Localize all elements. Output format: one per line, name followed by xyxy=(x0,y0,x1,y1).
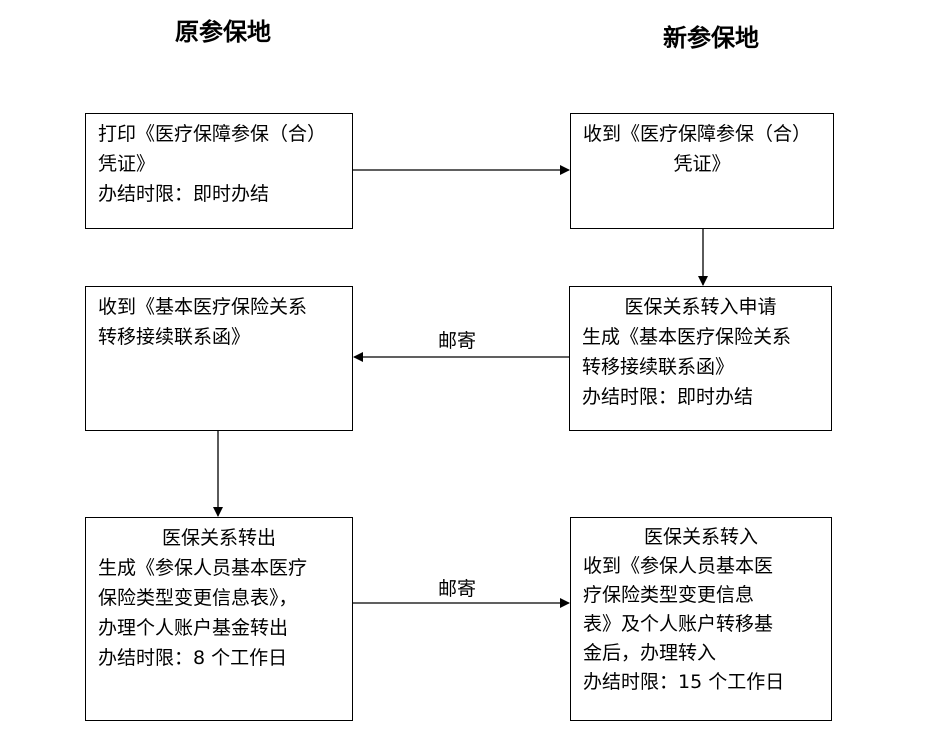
box-line: 医保关系转入 xyxy=(643,526,758,548)
box-line: 医保关系转出 xyxy=(161,527,276,549)
box-line: 疗保险类型变更信息 xyxy=(583,584,755,606)
box-line: 办结时限：即时办结 xyxy=(98,183,270,205)
box-line: 生成《基本医疗保险关系 xyxy=(582,326,792,348)
step-transfer-out: 医保关系转出 生成《参保人员基本医疗 保险类型变更信息表》， 办理个人账户基金转… xyxy=(85,517,353,721)
box-line: 转移接续联系函》 xyxy=(582,356,735,378)
new-location-header: 新参保地 xyxy=(663,24,759,52)
box-line: 办结时限：即时办结 xyxy=(582,386,754,408)
box-line: 医保关系转入申请 xyxy=(624,296,777,318)
original-location-header: 原参保地 xyxy=(175,18,271,46)
box-line: 金后，办理转入 xyxy=(583,642,717,664)
step-transfer-in: 医保关系转入 收到《参保人员基本医 疗保险类型变更信息 表》及个人账户转移基 金… xyxy=(570,517,832,721)
box-line: 收到《医疗保障参保（合） xyxy=(583,123,812,145)
step-print-certificate: 打印《医疗保障参保（合） 凭证》 办结时限：即时办结 xyxy=(85,113,353,229)
box-line: 表》及个人账户转移基 xyxy=(583,613,774,635)
box-line: 凭证》 xyxy=(98,153,156,175)
mail-label: 邮寄 xyxy=(438,330,477,352)
box-line: 凭证》 xyxy=(673,153,731,175)
box-line: 打印《医疗保障参保（合） xyxy=(98,123,327,145)
box-line: 转移接续联系函》 xyxy=(98,326,251,348)
step-receive-certificate: 收到《医疗保障参保（合） 凭证》 xyxy=(570,113,834,229)
box-line: 办结时限：15 个工作日 xyxy=(583,671,785,693)
step-transfer-in-application: 医保关系转入申请 生成《基本医疗保险关系 转移接续联系函》 办结时限：即时办结 xyxy=(569,286,832,431)
box-line: 生成《参保人员基本医疗 xyxy=(98,557,308,579)
mail-label: 邮寄 xyxy=(438,578,477,600)
box-line: 办理个人账户基金转出 xyxy=(98,617,289,639)
box-line: 收到《基本医疗保险关系 xyxy=(98,296,308,318)
step-receive-contact-letter: 收到《基本医疗保险关系 转移接续联系函》 xyxy=(85,286,353,431)
box-line: 办结时限：8 个工作日 xyxy=(98,647,288,669)
box-line: 保险类型变更信息表》， xyxy=(98,587,298,609)
box-line: 收到《参保人员基本医 xyxy=(583,555,774,577)
